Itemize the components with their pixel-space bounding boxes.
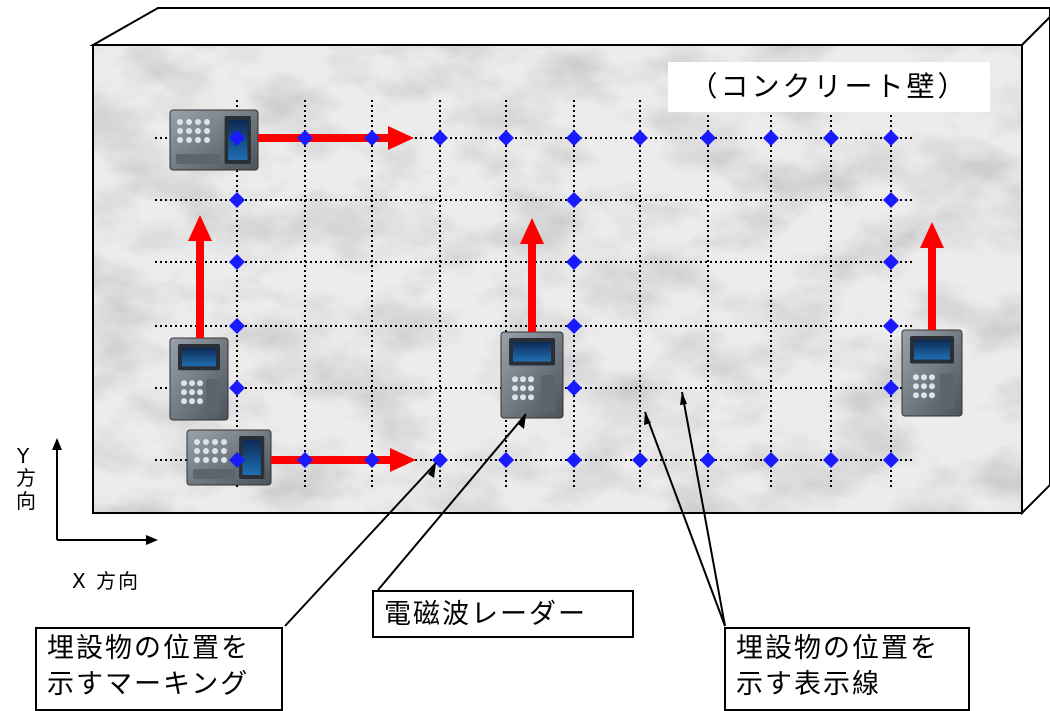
y-axis-label-3: 向 (16, 489, 36, 513)
position-markers (229, 130, 899, 468)
blue-diamond-icon (566, 380, 582, 396)
blue-diamond-icon (566, 452, 582, 468)
blue-diamond-icon (364, 130, 380, 146)
radar-scanner-icon (901, 329, 963, 417)
blue-diamond-icon (566, 318, 582, 334)
red-arrow-icon (188, 215, 212, 338)
blue-diamond-icon (566, 130, 582, 146)
leader-arrowheads (428, 392, 687, 478)
red-arrow-icon (920, 222, 944, 330)
blue-diamond-icon (883, 452, 899, 468)
blue-diamond-icon (229, 452, 245, 468)
blue-diamond-icon (498, 130, 514, 146)
red-arrow-icon (520, 218, 544, 332)
blue-diamond-icon (229, 318, 245, 334)
y-axis-arrowhead-icon (52, 438, 62, 450)
leader-line-a (644, 411, 726, 627)
blue-diamond-icon (823, 452, 839, 468)
blue-diamond-icon (883, 318, 899, 334)
blue-diamond-icon (883, 192, 899, 208)
wall-side-face (1021, 15, 1050, 516)
wall-label: （コンクリート壁） (668, 62, 990, 112)
wall-top-face (89, 7, 1050, 46)
scan-direction-arrows (188, 126, 944, 472)
blue-diamond-icon (229, 380, 245, 396)
blue-diamond-icon (566, 254, 582, 270)
blue-diamond-icon (566, 192, 582, 208)
display-line-callout-line-1: 埋設物の位置を (736, 633, 939, 664)
blue-diamond-icon (632, 130, 648, 146)
red-arrow-icon (271, 448, 416, 472)
blue-diamond-icon (700, 452, 716, 468)
leader-marking (284, 462, 437, 627)
leader-line-b (681, 391, 726, 627)
blue-diamond-icon (498, 452, 514, 468)
blue-diamond-icon (297, 130, 313, 146)
blue-diamond-icon (763, 452, 779, 468)
y-axis-label-2: 方 (16, 466, 36, 490)
blue-diamond-icon (700, 130, 716, 146)
blue-diamond-icon (229, 192, 245, 208)
blue-diamond-icon (432, 130, 448, 146)
blue-diamond-icon (883, 130, 899, 146)
display-line-callout: 埋設物の位置を 示す表示線 (724, 627, 970, 711)
blue-diamond-icon (823, 130, 839, 146)
blue-diamond-icon (883, 254, 899, 270)
blue-diamond-icon (229, 130, 245, 146)
radar-scanner-icon (169, 337, 229, 421)
blue-diamond-icon (297, 452, 313, 468)
y-axis-label-1: Y (17, 444, 30, 468)
x-axis-arrowhead-icon (146, 535, 158, 545)
x-axis-label: X 方向 (72, 569, 141, 593)
leader-radar (377, 413, 527, 591)
axis-indicator (52, 438, 158, 545)
radar-scanner-icon (169, 109, 259, 171)
radar-callout-text: 電磁波レーダー (384, 599, 587, 630)
red-arrow-icon (258, 126, 414, 150)
radar-callout: 電磁波レーダー (372, 590, 634, 638)
radar-devices (169, 109, 963, 486)
blue-diamond-icon (883, 380, 899, 396)
blue-diamond-icon (364, 452, 380, 468)
blue-diamond-icon (632, 452, 648, 468)
display-line-callout-line-2: 示す表示線 (736, 669, 881, 700)
radar-scanner-icon (500, 331, 564, 419)
blue-diamond-icon (763, 130, 779, 146)
blue-diamond-icon (229, 254, 245, 270)
radar-scanner-icon (186, 429, 272, 486)
marking-callout-line-1: 埋設物の位置を (47, 633, 250, 664)
marking-callout: 埋設物の位置を 示すマーキング (35, 627, 283, 711)
marking-callout-line-2: 示すマーキング (47, 669, 250, 700)
leader-lines (284, 391, 726, 627)
